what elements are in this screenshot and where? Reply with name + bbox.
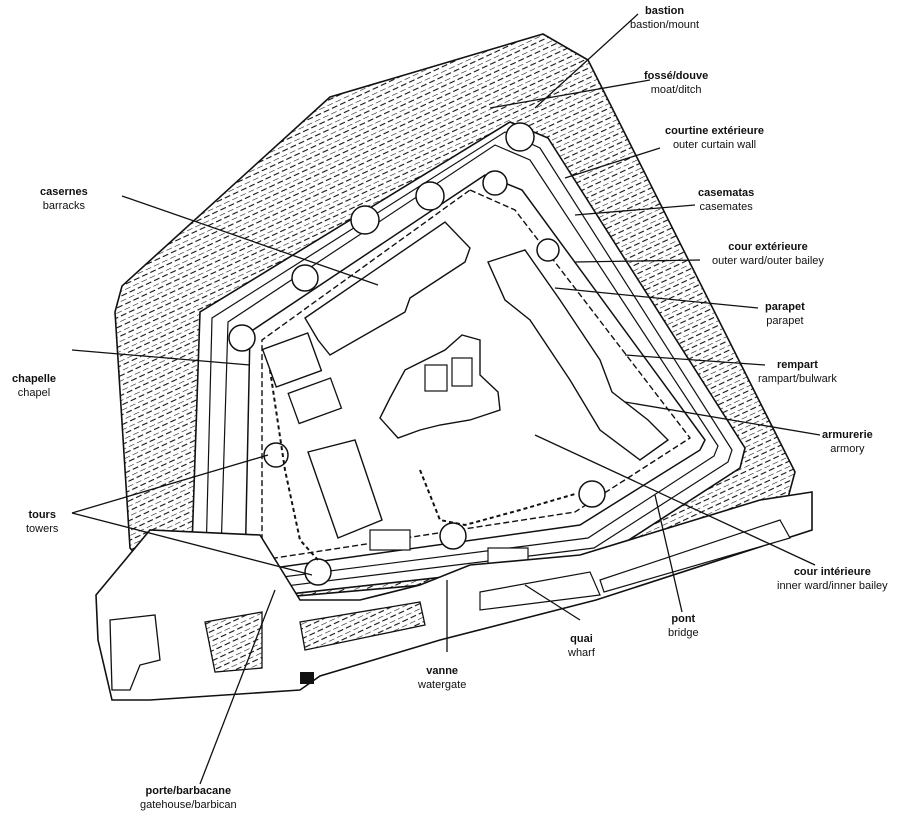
chapel — [261, 332, 323, 388]
leader-lines — [71, 13, 821, 785]
barbican-moat — [204, 611, 263, 673]
barbican-works — [95, 491, 813, 701]
barracks — [304, 221, 471, 356]
armory-block — [487, 249, 670, 461]
inner-ward-wall — [419, 469, 576, 527]
